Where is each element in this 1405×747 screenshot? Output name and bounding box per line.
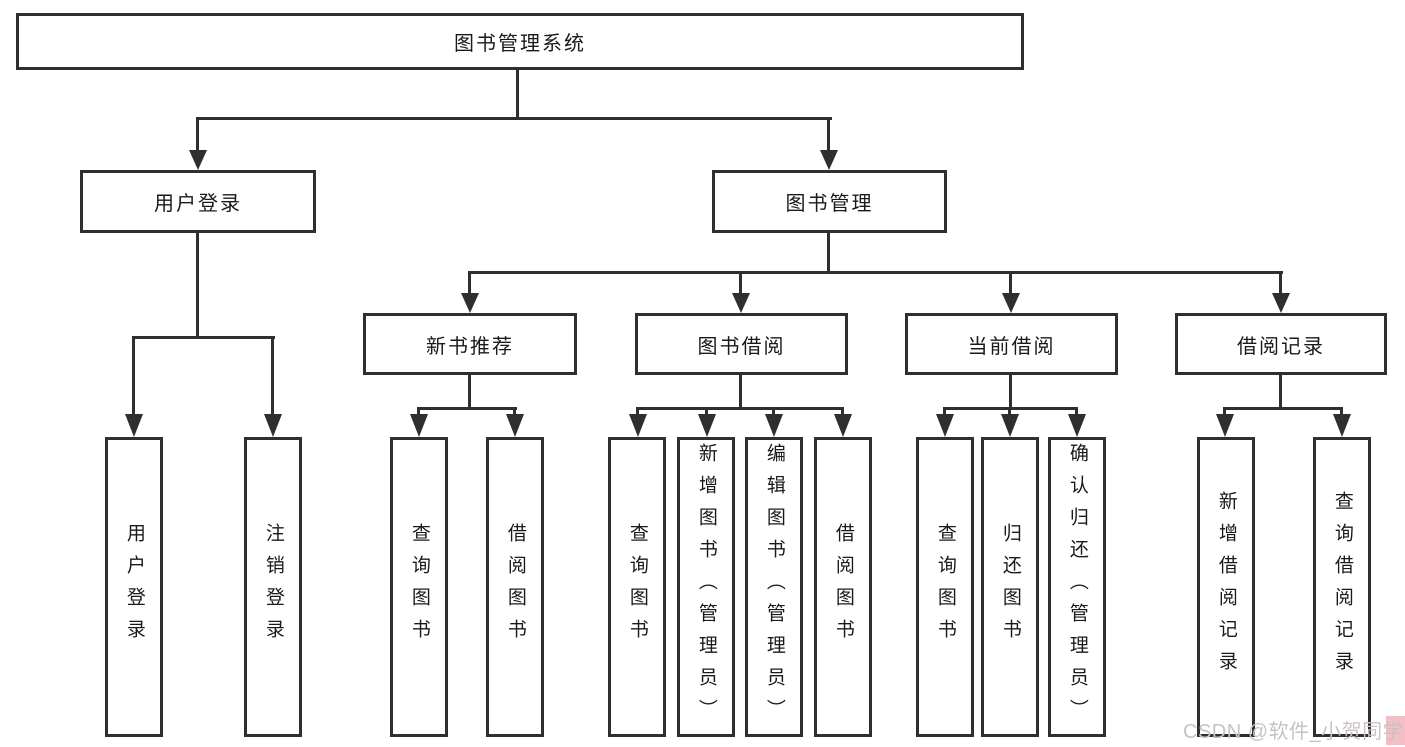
node-book-management-label: 图书管理 bbox=[785, 193, 874, 215]
node-book-borrow-label: 图书借阅 bbox=[697, 335, 786, 358]
leaf-edit-book-admin-label: 编辑图书（管理员） bbox=[763, 443, 785, 731]
arrowhead-icon bbox=[1333, 414, 1351, 437]
connector-segment bbox=[943, 407, 946, 419]
connector-segment bbox=[132, 336, 135, 415]
arrowhead-icon bbox=[834, 414, 852, 437]
connector-segment bbox=[827, 233, 830, 274]
leaf-borrow-book-2-label: 借阅图书 bbox=[832, 523, 854, 651]
arrowhead-icon bbox=[461, 293, 479, 313]
connector-segment bbox=[469, 271, 1283, 274]
node-root-label: 图书管理系统 bbox=[454, 33, 586, 55]
arrowhead-icon bbox=[765, 414, 783, 437]
connector-segment bbox=[417, 407, 420, 419]
connector-segment bbox=[1008, 407, 1011, 419]
leaf-return-book: 归还图书 bbox=[981, 437, 1039, 737]
arrowhead-icon bbox=[1002, 293, 1020, 313]
connector-segment bbox=[1009, 375, 1012, 409]
node-user-login: 用户登录 bbox=[80, 170, 316, 233]
leaf-borrow-book-2: 借阅图书 bbox=[814, 437, 872, 737]
arrowhead-icon bbox=[264, 414, 282, 437]
connector-segment bbox=[1009, 271, 1012, 296]
connector-segment bbox=[1075, 407, 1078, 419]
connector-segment bbox=[739, 375, 742, 409]
csdn-watermark: CSDN @软件_小贺同学 bbox=[1183, 715, 1403, 744]
leaf-logout: 注销登录 bbox=[244, 437, 302, 737]
arrowhead-icon bbox=[125, 414, 143, 437]
connector-segment bbox=[513, 407, 516, 419]
leaf-add-borrow-record-label: 新增借阅记录 bbox=[1215, 491, 1237, 683]
leaf-add-borrow-record: 新增借阅记录 bbox=[1197, 437, 1255, 737]
arrowhead-icon bbox=[506, 414, 524, 437]
leaf-query-borrow-record-label: 查询借阅记录 bbox=[1331, 491, 1353, 683]
node-new-book-recommend-label: 新书推荐 bbox=[426, 335, 514, 358]
leaf-query-book-1-label: 查询图书 bbox=[408, 523, 430, 651]
connector-segment bbox=[196, 117, 199, 154]
connector-segment bbox=[271, 336, 274, 415]
leaf-borrow-book-1: 借阅图书 bbox=[486, 437, 544, 737]
arrowhead-icon bbox=[410, 414, 428, 437]
csdn-watermark-text: CSDN @软件_小贺同学 bbox=[1183, 721, 1404, 743]
connector-segment bbox=[133, 336, 275, 339]
leaf-query-book-2: 查询图书 bbox=[608, 437, 666, 737]
arrowhead-icon bbox=[1068, 414, 1086, 437]
connector-segment bbox=[468, 375, 471, 409]
connector-segment bbox=[841, 407, 844, 419]
leaf-query-book-1: 查询图书 bbox=[390, 437, 448, 737]
leaf-user-login-label: 用户登录 bbox=[123, 523, 145, 651]
leaf-query-book-3-label: 查询图书 bbox=[934, 523, 956, 651]
leaf-confirm-return-admin-label: 确认归还（管理员） bbox=[1066, 443, 1088, 731]
connector-segment bbox=[1279, 271, 1282, 296]
node-new-book-recommend: 新书推荐 bbox=[363, 313, 577, 375]
arrowhead-icon bbox=[820, 150, 838, 170]
connector-segment bbox=[418, 407, 517, 410]
connector-segment bbox=[468, 271, 471, 296]
connector-segment bbox=[636, 407, 639, 419]
leaf-add-book-admin: 新增图书（管理员） bbox=[677, 437, 735, 737]
connector-segment bbox=[827, 117, 830, 154]
connector-segment bbox=[739, 271, 742, 296]
node-borrow-record: 借阅记录 bbox=[1175, 313, 1387, 375]
connector-segment bbox=[705, 407, 708, 419]
node-borrow-record-label: 借阅记录 bbox=[1237, 335, 1325, 358]
arrowhead-icon bbox=[189, 150, 207, 170]
node-root: 图书管理系统 bbox=[16, 13, 1024, 70]
leaf-add-book-admin-label: 新增图书（管理员） bbox=[695, 443, 717, 731]
arrowhead-icon bbox=[732, 293, 750, 313]
leaf-borrow-book-1-label: 借阅图书 bbox=[504, 523, 526, 651]
node-current-borrow: 当前借阅 bbox=[905, 313, 1118, 375]
arrowhead-icon bbox=[936, 414, 954, 437]
leaf-logout-label: 注销登录 bbox=[262, 523, 284, 651]
leaf-edit-book-admin: 编辑图书（管理员） bbox=[745, 437, 803, 737]
leaf-user-login: 用户登录 bbox=[105, 437, 163, 737]
connector-segment bbox=[516, 70, 519, 118]
connector-segment bbox=[197, 117, 832, 120]
leaf-query-borrow-record: 查询借阅记录 bbox=[1313, 437, 1371, 737]
connector-segment bbox=[196, 233, 199, 337]
arrowhead-icon bbox=[698, 414, 716, 437]
arrowhead-icon bbox=[1272, 293, 1290, 313]
connector-segment bbox=[1223, 407, 1226, 419]
leaf-query-book-2-label: 查询图书 bbox=[626, 523, 648, 651]
node-current-borrow-label: 当前借阅 bbox=[967, 335, 1056, 358]
connector-segment bbox=[1279, 375, 1282, 409]
connector-segment bbox=[1224, 407, 1343, 410]
node-book-management: 图书管理 bbox=[712, 170, 947, 233]
node-user-login-label: 用户登录 bbox=[154, 193, 242, 215]
leaf-query-book-3: 查询图书 bbox=[916, 437, 974, 737]
connector-segment bbox=[636, 407, 844, 410]
watermark-accent bbox=[1386, 716, 1405, 745]
node-book-borrow: 图书借阅 bbox=[635, 313, 848, 375]
connector-segment bbox=[1340, 407, 1343, 419]
leaf-return-book-label: 归还图书 bbox=[999, 523, 1021, 651]
connector-segment bbox=[772, 407, 775, 419]
arrowhead-icon bbox=[1216, 414, 1234, 437]
leaf-confirm-return-admin: 确认归还（管理员） bbox=[1048, 437, 1106, 737]
arrowhead-icon bbox=[1001, 414, 1019, 437]
arrowhead-icon bbox=[629, 414, 647, 437]
